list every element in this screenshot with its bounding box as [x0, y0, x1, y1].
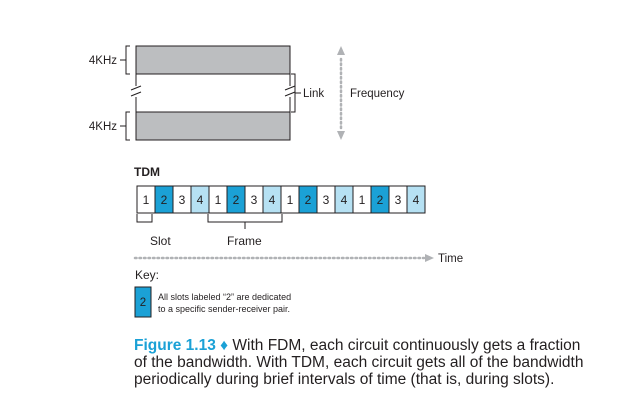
fdm-section: 4KHz 4KHz Link Frequency — [89, 45, 405, 141]
tdm-slot-box — [406, 185, 426, 214]
tdm-slot-label: 2 — [377, 193, 384, 207]
key-section: Key: 2 All slots labeled “2” are dedicat… — [134, 268, 291, 318]
time-label: Time — [438, 253, 463, 265]
tdm-title: TDM — [134, 165, 160, 179]
caption-line-1: Figure 1.13 ♦ With FDM, each circuit con… — [134, 337, 634, 354]
key-sample-slot-number: 2 — [140, 297, 146, 309]
tdm-slot-label: 4 — [269, 193, 276, 207]
frequency-arrow-up-icon — [337, 46, 345, 55]
bandwidth-label-bottom: 4KHz — [89, 121, 117, 133]
bandwidth-label-top: 4KHz — [89, 55, 117, 67]
caption-separator-icon: ♦ — [220, 337, 229, 354]
tdm-slot-label: 3 — [251, 193, 258, 207]
bandwidth-bracket-top — [120, 45, 130, 75]
caption-line-2: of the bandwidth. With TDM, each circuit… — [134, 354, 584, 371]
key-description-line2: to a specific sender-receiver pair. — [158, 304, 290, 314]
slot-label: Slot — [150, 234, 171, 248]
figure-label: Figure 1.13 — [134, 337, 216, 354]
time-arrow-icon — [425, 254, 434, 262]
frequency-label: Frequency — [350, 88, 405, 100]
bandwidth-bracket-bottom — [120, 111, 130, 141]
tdm-slot-label: 2 — [161, 193, 168, 207]
tdm-slot-label: 1 — [215, 193, 222, 207]
link-bracket — [291, 73, 301, 113]
frequency-axis — [337, 46, 345, 140]
tdm-slot-label: 3 — [323, 193, 330, 207]
link-label: Link — [303, 88, 324, 100]
tdm-slot-label: 2 — [233, 193, 240, 207]
slot-bracket — [136, 214, 153, 223]
tdm-slot-label: 4 — [197, 193, 204, 207]
caption-line-3: periodically during brief intervals of t… — [134, 371, 555, 388]
tdm-slot-label: 4 — [341, 193, 348, 207]
tdm-slot-label: 1 — [359, 193, 366, 207]
fdm-channel-top — [135, 45, 291, 75]
tdm-slot-label: 1 — [287, 193, 294, 207]
tdm-slot-label: 3 — [395, 193, 402, 207]
key-sample-slot — [134, 286, 152, 318]
key-description-line1: All slots labeled “2” are dedicated — [158, 292, 291, 302]
tdm-slot-label: 4 — [413, 193, 420, 207]
frame-label: Frame — [227, 234, 262, 248]
key-title: Key: — [135, 268, 159, 282]
figure-caption: Figure 1.13 ♦ With FDM, each circuit con… — [134, 337, 634, 388]
caption-text-1: With FDM, each circuit continuously gets… — [232, 337, 581, 354]
break-mark-right — [284, 85, 296, 97]
frequency-arrow-down-icon — [337, 131, 345, 140]
tdm-slot-label: 3 — [179, 193, 186, 207]
tdm-slot-label: 1 — [143, 193, 150, 207]
break-mark-left — [130, 85, 142, 97]
frame-bracket — [207, 214, 283, 229]
tdm-slot-label: 2 — [305, 193, 312, 207]
fdm-channel-bottom — [135, 111, 291, 141]
